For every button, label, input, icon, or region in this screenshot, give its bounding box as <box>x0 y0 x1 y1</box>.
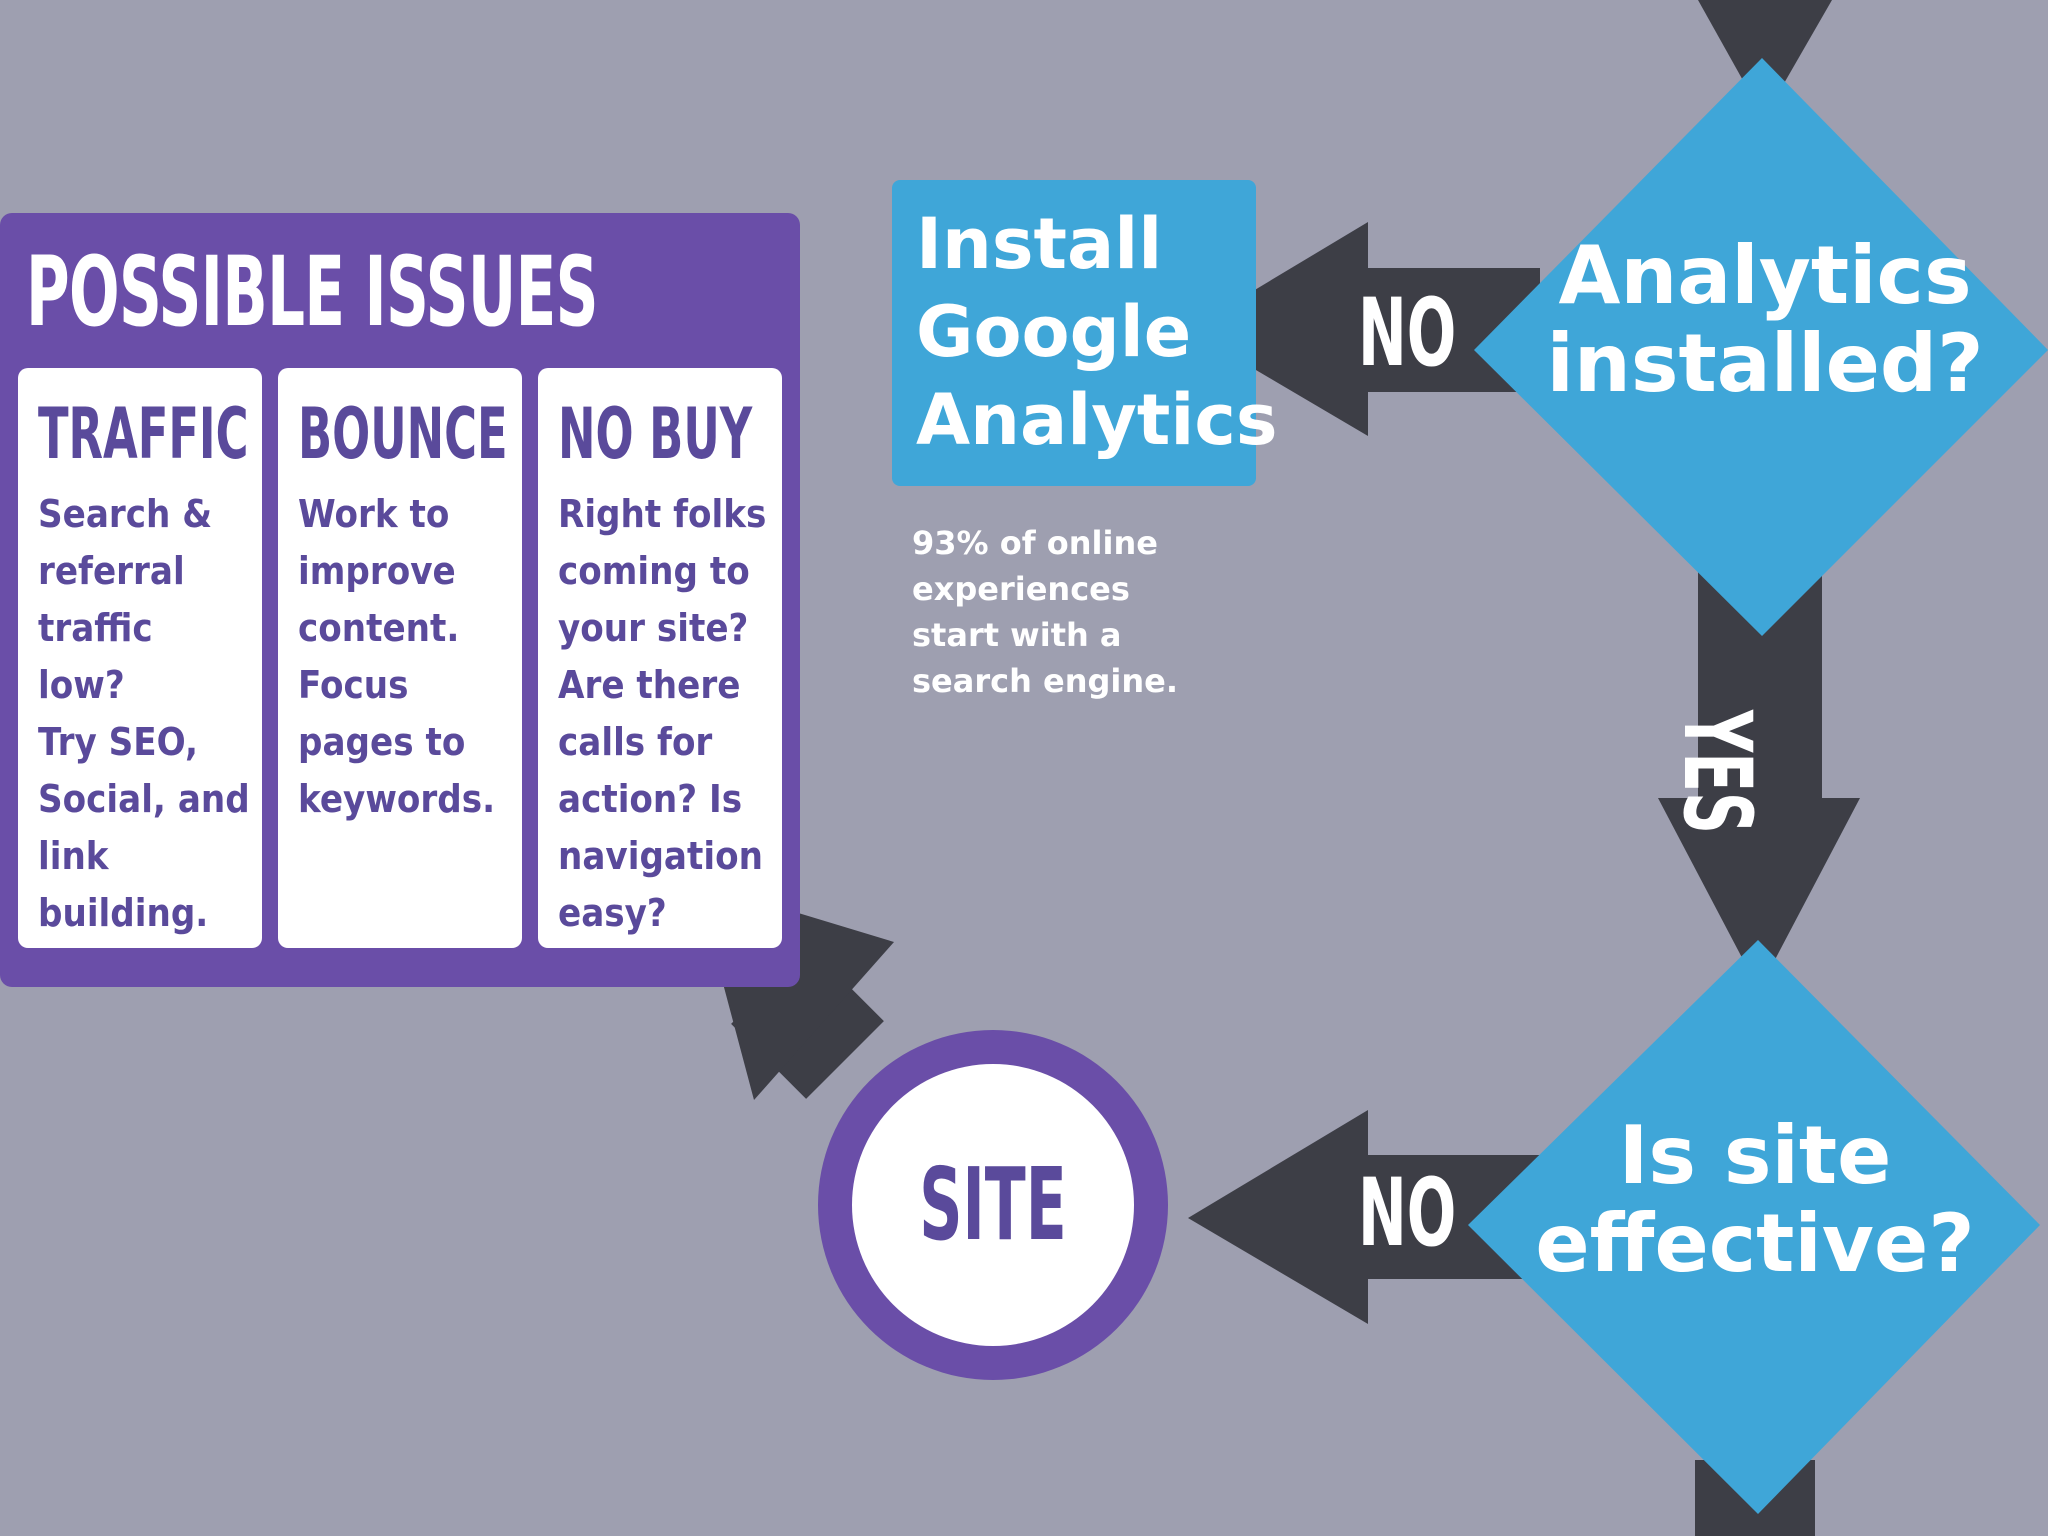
site-node: SITE <box>818 1030 1168 1380</box>
decision-diamond-analytics <box>1474 58 2048 636</box>
issue-body: Search & referral traffic low? Try SEO, … <box>38 492 250 935</box>
decision-label-site-effective: Is site effective? <box>1535 1109 1975 1290</box>
issue-heading: TRAFFIC <box>38 393 249 475</box>
issue-heading: BOUNCE <box>298 393 508 475</box>
search-engine-stat-note: 93% of online experiences start with a s… <box>912 524 1179 700</box>
site-label: SITE <box>919 1146 1067 1263</box>
possible-issues-panel: POSSIBLE ISSUES TRAFFIC Search & referra… <box>0 213 800 987</box>
issue-body: Work to improve content. Focus pages to … <box>298 492 496 821</box>
arrow-label-yes: YES <box>1662 710 1771 834</box>
issue-body: Right folks coming to your site? Are the… <box>558 492 767 935</box>
issue-card-no-buy: NO BUY Right folks coming to your site? … <box>538 368 782 948</box>
install-analytics-box: Install Google Analytics <box>892 180 1277 486</box>
site-node-inner: SITE <box>852 1064 1134 1346</box>
arrow-top-incoming <box>1698 0 1832 118</box>
issue-card-bounce: BOUNCE Work to improve content. Focus pa… <box>278 368 522 948</box>
decision-diamond-effective <box>1468 940 2040 1514</box>
issue-heading: NO BUY <box>558 393 753 475</box>
arrow-label-no-bottom: NO <box>1358 1159 1457 1268</box>
issue-card-traffic: TRAFFIC Search & referral traffic low? T… <box>18 368 262 948</box>
install-analytics-text: Install Google Analytics <box>916 203 1278 461</box>
arrow-label-no-top: NO <box>1358 279 1457 388</box>
decision-label-analytics-installed: Analytics installed? <box>1546 229 1984 410</box>
possible-issues-title: POSSIBLE ISSUES <box>26 236 598 348</box>
